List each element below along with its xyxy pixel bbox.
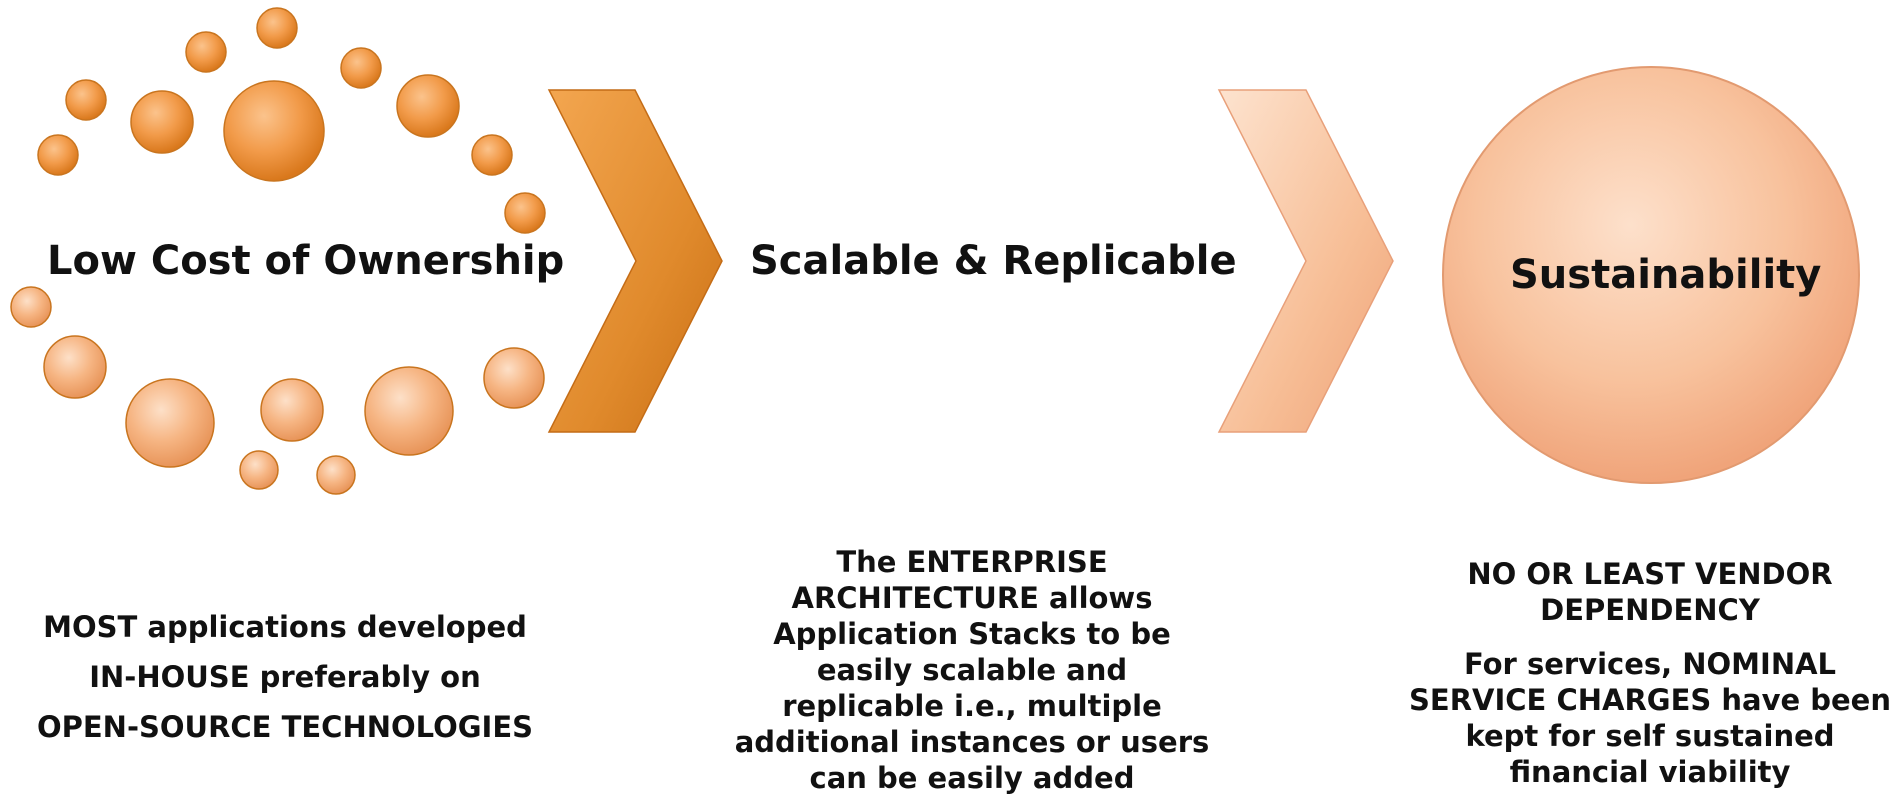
- stage-title-low-cost: Low Cost of Ownership: [47, 238, 565, 284]
- stage-description-scalable: The ENTERPRISE ARCHITECTURE allows Appli…: [712, 544, 1232, 796]
- description-line: ARCHITECTURE allows: [791, 581, 1153, 615]
- bubble: [239, 450, 279, 490]
- stage-heading-sustainability: NO OR LEAST VENDOR DEPENDENCY: [1400, 556, 1898, 628]
- description-line: Application Stacks to be: [773, 617, 1171, 651]
- circle-icon: [1442, 66, 1860, 484]
- description-line: MOST applications developed: [43, 610, 527, 644]
- bubble: [37, 134, 79, 176]
- circle-cluster-icon: [10, 7, 546, 495]
- description-line: OPEN-SOURCE TECHNOLOGIES: [36, 710, 534, 744]
- bubble: [185, 31, 227, 73]
- description-line: SERVICE CHARGES have been: [1409, 683, 1891, 717]
- bubble: [260, 378, 324, 442]
- description-line: additional instances or users: [734, 725, 1210, 759]
- bubble: [340, 47, 382, 89]
- bubble: [43, 335, 107, 399]
- stage-description-low-cost: MOST applications developed IN-HOUSE pre…: [20, 602, 550, 752]
- bubble: [316, 455, 356, 495]
- description-line: easily scalable and: [816, 653, 1128, 687]
- bubble: [65, 79, 107, 121]
- chevron-arrow-icon: [1217, 89, 1394, 433]
- heading-line: DEPENDENCY: [1540, 593, 1760, 627]
- bubble: [125, 378, 215, 468]
- bubble: [504, 192, 546, 234]
- bubble: [483, 347, 545, 409]
- description-line: kept for self sustained: [1465, 719, 1835, 753]
- bubble: [396, 74, 460, 138]
- bubble: [256, 7, 298, 49]
- heading-line: NO OR LEAST VENDOR: [1467, 557, 1833, 591]
- description-line: IN-HOUSE preferably on: [89, 660, 481, 694]
- description-line: The ENTERPRISE: [836, 545, 1108, 579]
- bubble: [364, 366, 454, 456]
- stage-title-scalable: Scalable & Replicable: [750, 238, 1237, 284]
- bubble: [10, 286, 52, 328]
- stage-description-sustainability: For services, NOMINAL SERVICE CHARGES ha…: [1400, 646, 1898, 790]
- bubble: [471, 134, 513, 176]
- chevron-arrow-icon: [547, 89, 723, 433]
- description-line: financial viability: [1509, 755, 1791, 789]
- stage-title-sustainability: Sustainability: [1510, 252, 1822, 298]
- description-line: replicable i.e., multiple: [782, 689, 1162, 723]
- bubble: [223, 80, 325, 182]
- bubble: [130, 90, 194, 154]
- description-line: For services, NOMINAL: [1463, 647, 1837, 681]
- description-line: can be easily added: [809, 761, 1135, 795]
